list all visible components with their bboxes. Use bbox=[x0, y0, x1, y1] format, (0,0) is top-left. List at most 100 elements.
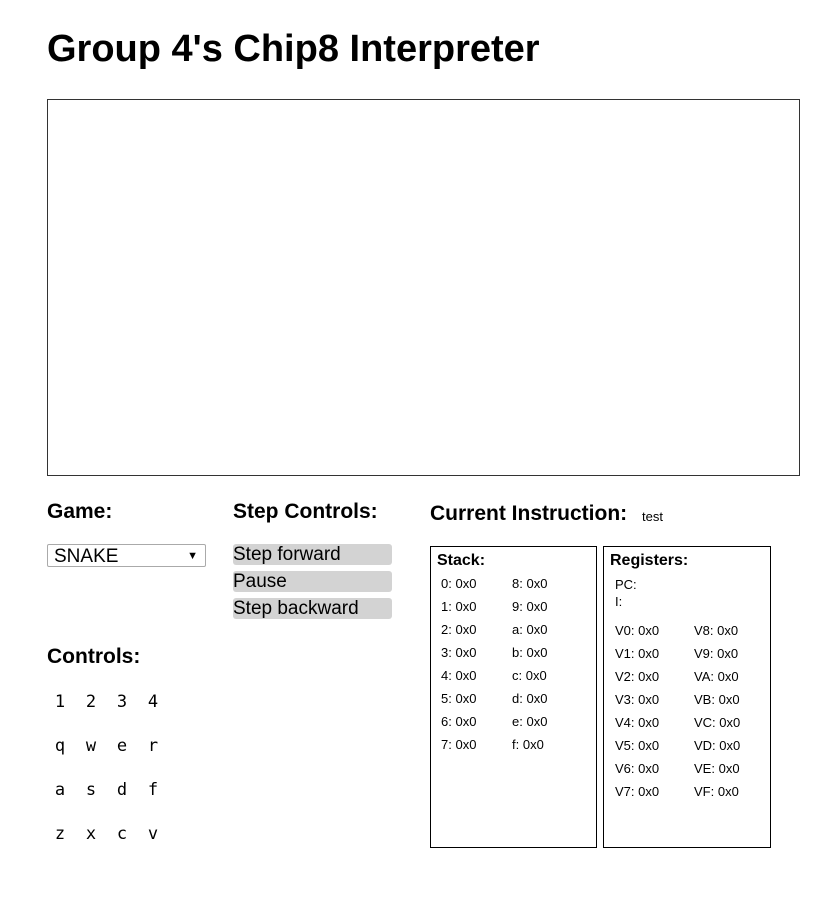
stack-entry-value: 0x0 bbox=[455, 691, 477, 706]
stack-entry-name: 9: bbox=[512, 599, 523, 614]
key-e[interactable]: e bbox=[116, 736, 128, 756]
stack-entry-value: 0x0 bbox=[526, 599, 548, 614]
stack-entry-value: 0x0 bbox=[526, 622, 548, 637]
controls-heading: Controls: bbox=[47, 645, 141, 668]
register-entry-name: V5: bbox=[615, 738, 635, 753]
pc-label: PC: bbox=[615, 577, 637, 592]
stack-entry: 2: 0x0 bbox=[441, 622, 476, 638]
stack-entry-name: 7: bbox=[441, 737, 452, 752]
register-entry-name: V3: bbox=[615, 692, 635, 707]
register-entry: VD: 0x0 bbox=[694, 738, 740, 754]
register-entry: VF: 0x0 bbox=[694, 784, 739, 800]
stack-entry-name: 8: bbox=[512, 576, 523, 591]
key-1[interactable]: 1 bbox=[54, 692, 66, 712]
key-x[interactable]: x bbox=[85, 824, 97, 844]
register-entry-name: V7: bbox=[615, 784, 635, 799]
register-entry: VE: 0x0 bbox=[694, 761, 740, 777]
register-entry-value: 0x0 bbox=[719, 715, 741, 730]
key-r[interactable]: r bbox=[147, 736, 159, 756]
stack-entry: 3: 0x0 bbox=[441, 645, 476, 661]
register-entry-value: 0x0 bbox=[717, 623, 739, 638]
stack-entry-name: b: bbox=[512, 645, 523, 660]
stack-entry-name: e: bbox=[512, 714, 523, 729]
stack-entry: 0: 0x0 bbox=[441, 576, 476, 592]
register-entry-value: 0x0 bbox=[638, 761, 660, 776]
stack-entry: 9: 0x0 bbox=[512, 599, 547, 615]
current-instruction-value: test bbox=[642, 509, 663, 524]
step-controls-heading: Step Controls: bbox=[233, 500, 378, 523]
current-instruction-label: Current Instruction: bbox=[430, 502, 628, 525]
register-entry: V9: 0x0 bbox=[694, 646, 738, 662]
stack-entry-name: 4: bbox=[441, 668, 452, 683]
register-entry-value: 0x0 bbox=[718, 761, 740, 776]
stack-entry: 1: 0x0 bbox=[441, 599, 476, 615]
register-entry-name: VB: bbox=[694, 692, 715, 707]
game-select[interactable]: SNAKE ▼ bbox=[47, 544, 206, 567]
register-entry: V2: 0x0 bbox=[615, 669, 659, 685]
stack-entry-value: 0x0 bbox=[455, 599, 477, 614]
key-s[interactable]: s bbox=[85, 780, 97, 800]
register-entry: V8: 0x0 bbox=[694, 623, 738, 639]
register-entry-value: 0x0 bbox=[638, 646, 660, 661]
key-3[interactable]: 3 bbox=[116, 692, 128, 712]
key-c[interactable]: c bbox=[116, 824, 128, 844]
register-entry-name: V6: bbox=[615, 761, 635, 776]
key-z[interactable]: z bbox=[54, 824, 66, 844]
register-entry-value: 0x0 bbox=[638, 623, 660, 638]
stack-entry-value: 0x0 bbox=[526, 691, 548, 706]
chevron-down-icon: ▼ bbox=[187, 550, 198, 562]
game-display-canvas[interactable] bbox=[47, 99, 800, 476]
stack-entry: c: 0x0 bbox=[512, 668, 547, 684]
stack-entry-name: a: bbox=[512, 622, 523, 637]
register-entry: V1: 0x0 bbox=[615, 646, 659, 662]
step-backward-button[interactable]: Step backward bbox=[233, 598, 392, 619]
stack-entry-name: 1: bbox=[441, 599, 452, 614]
stack-entry-value: 0x0 bbox=[455, 576, 477, 591]
stack-entry: d: 0x0 bbox=[512, 691, 547, 707]
key-4[interactable]: 4 bbox=[147, 692, 159, 712]
stack-entry: 7: 0x0 bbox=[441, 737, 476, 753]
stack-entry-name: 2: bbox=[441, 622, 452, 637]
stack-entry-name: 3: bbox=[441, 645, 452, 660]
stack-entry-value: 0x0 bbox=[526, 645, 548, 660]
index-register: I: bbox=[615, 594, 622, 610]
key-v[interactable]: v bbox=[147, 824, 159, 844]
stack-entry-value: 0x0 bbox=[455, 737, 477, 752]
pause-button[interactable]: Pause bbox=[233, 571, 392, 592]
stack-entry-name: c: bbox=[512, 668, 523, 683]
register-entry: VA: 0x0 bbox=[694, 669, 739, 685]
register-entry-name: V1: bbox=[615, 646, 635, 661]
register-entry-value: 0x0 bbox=[638, 715, 660, 730]
registers-heading: Registers: bbox=[610, 552, 689, 569]
step-forward-button[interactable]: Step forward bbox=[233, 544, 392, 565]
register-entry: V7: 0x0 bbox=[615, 784, 659, 800]
key-f[interactable]: f bbox=[147, 780, 159, 800]
register-entry-name: V4: bbox=[615, 715, 635, 730]
stack-entry-name: d: bbox=[512, 691, 523, 706]
key-w[interactable]: w bbox=[85, 736, 97, 756]
key-d[interactable]: d bbox=[116, 780, 128, 800]
register-entry: VB: 0x0 bbox=[694, 692, 740, 708]
register-entry-value: 0x0 bbox=[717, 646, 739, 661]
stack-entry: 8: 0x0 bbox=[512, 576, 547, 592]
key-q[interactable]: q bbox=[54, 736, 66, 756]
key-a[interactable]: a bbox=[54, 780, 66, 800]
register-entry-value: 0x0 bbox=[718, 692, 740, 707]
register-entry-name: VE: bbox=[694, 761, 715, 776]
game-heading: Game: bbox=[47, 500, 113, 523]
stack-entry-value: 0x0 bbox=[455, 622, 477, 637]
register-entry-name: VA: bbox=[694, 669, 714, 684]
key-2[interactable]: 2 bbox=[85, 692, 97, 712]
register-entry: V5: 0x0 bbox=[615, 738, 659, 754]
register-entry-name: V0: bbox=[615, 623, 635, 638]
pc-register: PC: bbox=[615, 577, 637, 593]
register-entry-name: V9: bbox=[694, 646, 714, 661]
register-entry-value: 0x0 bbox=[638, 738, 660, 753]
register-entry: V0: 0x0 bbox=[615, 623, 659, 639]
register-entry: V3: 0x0 bbox=[615, 692, 659, 708]
stack-entry-name: 6: bbox=[441, 714, 452, 729]
stack-entry-value: 0x0 bbox=[526, 714, 548, 729]
stack-entry: b: 0x0 bbox=[512, 645, 547, 661]
register-entry-name: VD: bbox=[694, 738, 716, 753]
